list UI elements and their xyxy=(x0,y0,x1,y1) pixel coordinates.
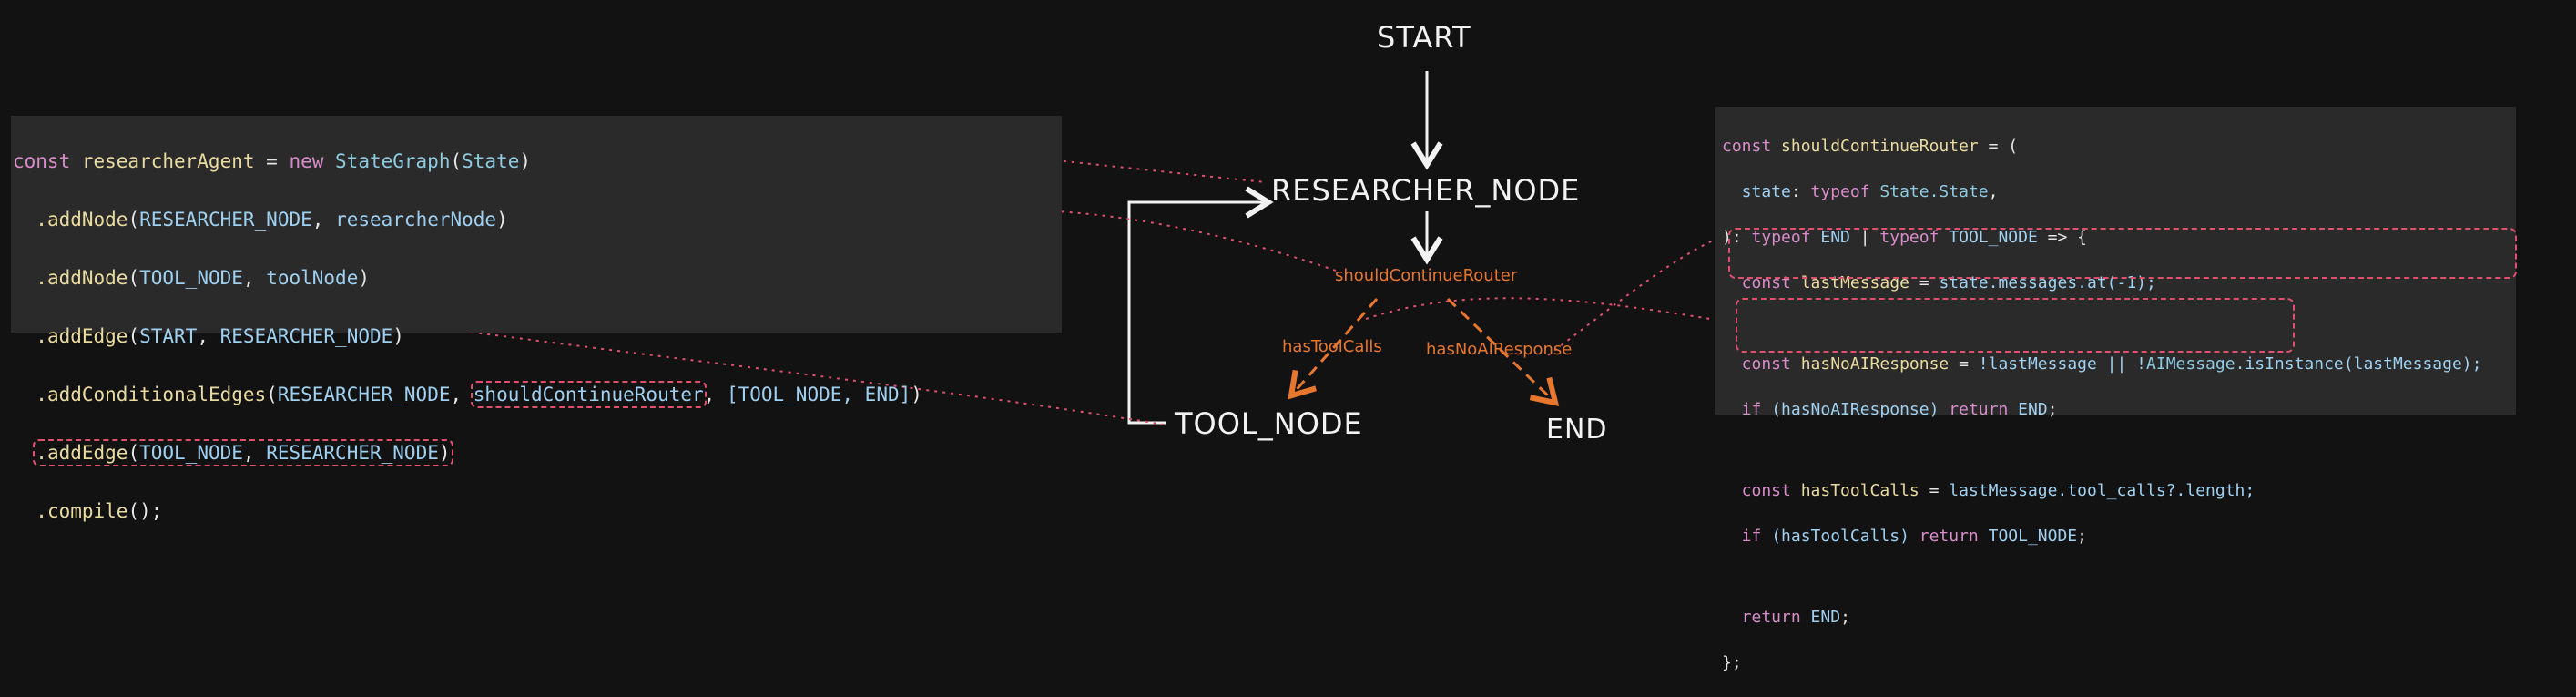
code-line-7: .compile(); xyxy=(36,500,163,522)
edge-router-tool xyxy=(1288,298,1379,400)
router-line-9: return END; xyxy=(1722,608,1850,627)
tool-node: TOOL_NODE xyxy=(1175,406,1363,441)
router-line-6: if (hasNoAIResponse) return END; xyxy=(1722,400,2058,419)
code-line-3: .addNode(TOOL_NODE, toolNode) xyxy=(36,267,371,289)
researcher-node: RESEARCHER_NODE xyxy=(1271,173,1581,208)
tool-calls-highlight xyxy=(1736,298,2295,353)
code-line-2: .addNode(RESEARCHER_NODE, researcherNode… xyxy=(36,209,508,231)
router-line-spacer-2 xyxy=(1722,444,2516,456)
router-line-spacer-3 xyxy=(1722,570,2516,583)
router-line-5: const hasNoAIResponse = !lastMessage || … xyxy=(1722,354,2482,374)
code-line-1: const researcherAgent = new StateGraph(S… xyxy=(13,150,531,172)
code-line-5: .addConditionalEdges(RESEARCHER_NODE, sh… xyxy=(36,381,922,408)
router-line-10: }; xyxy=(1722,653,1742,672)
start-node: START xyxy=(1377,20,1471,55)
no-ai-response-highlight xyxy=(1728,228,2517,279)
router-line-1: const shouldContinueRouter = ( xyxy=(1722,137,2019,156)
tool-edge-highlight: .addEdge(TOOL_NODE, RESEARCHER_NODE) xyxy=(33,439,453,466)
has-no-ai-response-label: hasNoAIResponse xyxy=(1426,340,1573,359)
code-line-4: .addEdge(START, RESEARCHER_NODE) xyxy=(36,325,404,347)
graph-code-panel: const researcherAgent = new StateGraph(S… xyxy=(11,116,1062,522)
edge-router-end xyxy=(1446,297,1560,407)
has-tool-calls-label: hasToolCalls xyxy=(1282,337,1382,356)
code-line-6: .addEdge(TOOL_NODE, RESEARCHER_NODE) xyxy=(13,438,1062,467)
end-node: END xyxy=(1546,414,1608,446)
router-line-3: ): typeof END | typeof TOOL_NODE => { xyxy=(1722,228,2087,247)
router-line-7: const hasToolCalls = lastMessage.tool_ca… xyxy=(1722,481,2255,500)
link-end-code xyxy=(1547,234,1726,356)
router-label: shouldContinueRouter xyxy=(1335,266,1518,285)
edge-tool-researcher xyxy=(1127,186,1274,425)
link-toolcalls-code xyxy=(1365,297,1738,324)
router-line-2: state: typeof State.State, xyxy=(1722,182,1999,201)
router-ref-highlight: shouldContinueRouter xyxy=(470,381,707,408)
router-line-8: if (hasToolCalls) return TOOL_NODE; xyxy=(1722,527,2087,546)
